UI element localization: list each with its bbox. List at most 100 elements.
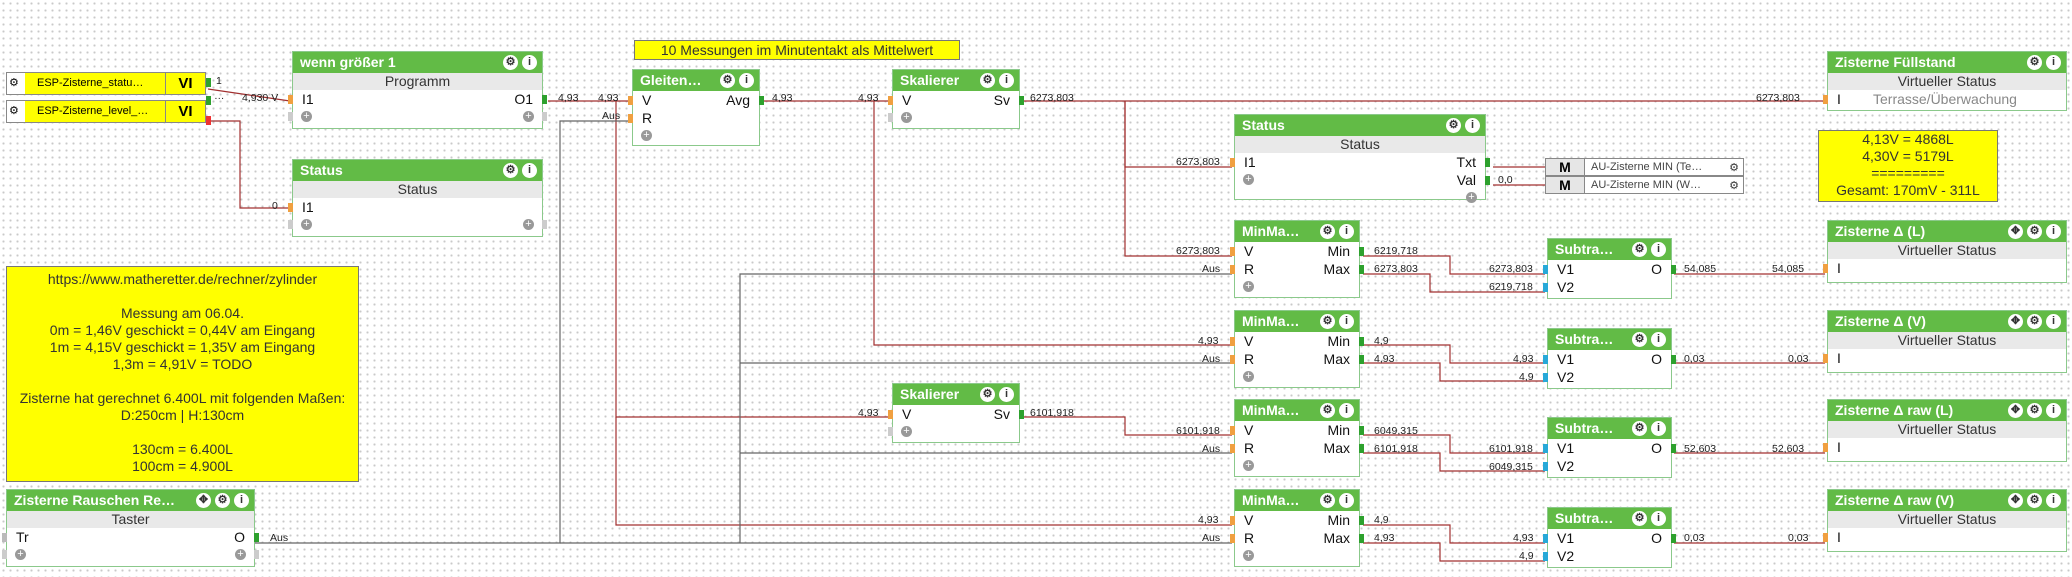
input-pin[interactable] [1230, 426, 1235, 435]
add-input-icon[interactable]: + [901, 426, 912, 437]
gear-icon[interactable]: ⚙ [2027, 224, 2042, 239]
output-pin[interactable] [1359, 247, 1364, 256]
input-pin[interactable] [1823, 95, 1828, 104]
input-pin[interactable] [1543, 355, 1548, 364]
input-pin[interactable] [1230, 534, 1235, 543]
move-icon[interactable]: ✥ [2008, 403, 2023, 418]
gear-icon[interactable]: ⚙ [1632, 421, 1647, 436]
input-pin[interactable] [1543, 462, 1548, 471]
input-pin[interactable] [288, 95, 293, 104]
gear-icon[interactable]: ⚙ [1729, 180, 1739, 192]
add-output-icon[interactable]: + [235, 549, 246, 560]
esp-out-pin[interactable] [206, 116, 211, 125]
info-icon[interactable]: i [2046, 493, 2061, 508]
gear-icon[interactable]: ⚙ [503, 55, 518, 70]
info-icon[interactable]: i [1651, 332, 1666, 347]
move-icon[interactable]: ✥ [2008, 314, 2023, 329]
input-pin[interactable] [1230, 247, 1235, 256]
info-icon[interactable]: i [1339, 403, 1354, 418]
add-input-icon[interactable]: + [15, 549, 26, 560]
virtual-status-fuellstand[interactable]: Zisterne Füllstand ⚙ i Virtueller Status… [1823, 51, 2067, 111]
input-pin[interactable] [1230, 265, 1235, 274]
input-pin[interactable] [1543, 373, 1548, 382]
gear-icon[interactable]: ⚙ [2027, 493, 2042, 508]
virtual-status-delta-v[interactable]: Zisterne Δ (V) ✥ ⚙ i Virtueller Status I [1823, 310, 2067, 373]
virtual-status-delta-l[interactable]: Zisterne Δ (L) ✥ ⚙ i Virtueller Status I [1823, 220, 2067, 283]
add-input-icon[interactable]: + [1243, 550, 1254, 561]
gear-icon[interactable]: ⚙ [2027, 55, 2042, 70]
move-icon[interactable]: ✥ [196, 493, 211, 508]
gear-icon[interactable]: ⚙ [1632, 242, 1647, 257]
esp-level-input[interactable]: ⚙ ESP-Zisterne_level_… VI [6, 100, 206, 123]
output-pin[interactable] [1485, 158, 1490, 167]
input-pin[interactable] [1543, 265, 1548, 274]
output-pin[interactable] [542, 95, 547, 104]
gear-icon[interactable]: ⚙ [9, 105, 19, 117]
input-pin[interactable] [288, 203, 293, 212]
info-icon[interactable]: i [1651, 242, 1666, 257]
gear-icon[interactable]: ⚙ [215, 493, 230, 508]
output-pin[interactable] [1359, 534, 1364, 543]
virtual-status-delta-raw-l[interactable]: Zisterne Δ raw (L) ✥ ⚙ i Virtueller Stat… [1823, 399, 2067, 462]
gear-icon[interactable]: ⚙ [2027, 314, 2042, 329]
info-icon[interactable]: i [999, 73, 1014, 88]
input-pin[interactable] [1823, 264, 1828, 273]
gear-icon[interactable]: ⚙ [1446, 118, 1461, 133]
input-pin[interactable] [1543, 283, 1548, 292]
input-pin[interactable] [1230, 444, 1235, 453]
info-icon[interactable]: i [739, 73, 754, 88]
input-pin[interactable] [628, 114, 633, 123]
add-input-icon[interactable]: + [641, 130, 652, 141]
add-input-icon[interactable]: + [1243, 281, 1254, 292]
output-pin[interactable] [1671, 355, 1676, 364]
add-input-icon[interactable]: + [901, 112, 912, 123]
add-input-icon[interactable]: + [1243, 371, 1254, 382]
info-icon[interactable]: i [522, 55, 537, 70]
output-pin[interactable] [1359, 444, 1364, 453]
info-icon[interactable]: i [2046, 224, 2061, 239]
input-pin[interactable] [1823, 354, 1828, 363]
output-pin[interactable] [1359, 265, 1364, 274]
info-icon[interactable]: i [2046, 55, 2061, 70]
info-icon[interactable]: i [1465, 118, 1480, 133]
output-pin[interactable] [1485, 176, 1490, 185]
add-output-icon[interactable]: + [523, 111, 534, 122]
info-icon[interactable]: i [234, 493, 249, 508]
output-pin[interactable] [1671, 265, 1676, 274]
info-icon[interactable]: i [999, 387, 1014, 402]
output-pin[interactable] [1359, 355, 1364, 364]
gear-icon[interactable]: ⚙ [980, 73, 995, 88]
gear-icon[interactable]: ⚙ [1729, 162, 1739, 174]
input-pin[interactable] [1230, 516, 1235, 525]
output-pin[interactable] [1359, 337, 1364, 346]
input-pin[interactable] [1543, 552, 1548, 561]
input-pin[interactable] [888, 96, 893, 105]
input-pin[interactable] [1230, 355, 1235, 364]
add-input-icon[interactable]: + [1243, 174, 1254, 185]
esp-status-input[interactable]: ⚙ ESP-Zisterne_statu… VI [6, 72, 206, 95]
output-pin[interactable] [1019, 410, 1024, 419]
add-input-icon[interactable]: + [301, 111, 312, 122]
output-pin[interactable] [1019, 96, 1024, 105]
output-pin[interactable] [1359, 426, 1364, 435]
info-icon[interactable]: i [1339, 314, 1354, 329]
output-pin[interactable] [1671, 444, 1676, 453]
input-pin[interactable] [1823, 533, 1828, 542]
gear-icon[interactable]: ⚙ [1320, 493, 1335, 508]
gear-icon[interactable]: ⚙ [1320, 314, 1335, 329]
input-pin[interactable] [1230, 337, 1235, 346]
output-pin[interactable] [1671, 534, 1676, 543]
gear-icon[interactable]: ⚙ [980, 387, 995, 402]
input-pin[interactable] [888, 410, 893, 419]
move-icon[interactable]: ✥ [2008, 224, 2023, 239]
info-icon[interactable]: i [522, 163, 537, 178]
